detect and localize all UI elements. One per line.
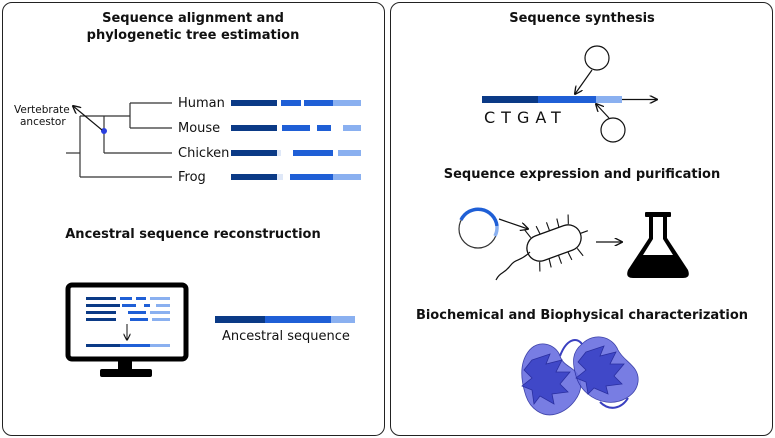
- vertebrate-ancestor-label: Vertebrate ancestor: [14, 104, 70, 128]
- ancestor-line2: ancestor: [20, 116, 66, 128]
- ancestral-sequence-bar: [215, 316, 355, 323]
- protein-structure-icon: [521, 336, 639, 416]
- ancestral-sequence-label: Ancestral sequence: [222, 329, 350, 344]
- plasmid-icon: [458, 207, 499, 249]
- bacterium-icon: [524, 214, 589, 272]
- taxon-chicken: Chicken: [178, 146, 230, 161]
- ancestor-line1: Vertebrate: [14, 104, 70, 116]
- insert-circle-bottom: [600, 117, 626, 143]
- alignment-row-mouse: [231, 125, 361, 131]
- left-panel: [2, 2, 385, 436]
- taxon-frog: Frog: [178, 170, 206, 185]
- synthesis-title: Sequence synthesis: [509, 11, 655, 26]
- insert-arrow-bottom: [596, 104, 610, 119]
- expression-title: Sequence expression and purification: [443, 167, 721, 182]
- alignment-title-line1: Sequence alignment and: [102, 11, 284, 26]
- insert-circle-top: [584, 45, 610, 71]
- flagellum: [495, 251, 531, 281]
- alignment-row-human: [231, 100, 361, 106]
- computer-monitor-icon: [65, 282, 189, 377]
- ancestor-node: [101, 128, 107, 134]
- alignment-title-line2: phylogenetic tree estimation: [86, 28, 300, 43]
- phylogenetic-tree: [66, 102, 172, 178]
- synthesis-sequence-bar: [482, 96, 657, 103]
- insert-arrow-top: [575, 69, 593, 94]
- ancestor-pointer-arrow: [73, 106, 103, 131]
- plasmid-to-bacterium-arrow: [498, 218, 528, 229]
- alignment-title: Sequence alignment and phylogenetic tree…: [62, 10, 324, 44]
- sequence-letters: CTGAT: [484, 108, 567, 127]
- taxon-human: Human: [178, 96, 225, 111]
- flask-icon: [627, 212, 689, 278]
- reconstruction-title: Ancestral sequence reconstruction: [65, 227, 321, 242]
- characterization-title: Biochemical and Biophysical characteriza…: [415, 308, 749, 323]
- alignment-row-chicken: [231, 150, 361, 156]
- taxon-mouse: Mouse: [178, 121, 221, 136]
- alignment-row-frog: [231, 174, 361, 180]
